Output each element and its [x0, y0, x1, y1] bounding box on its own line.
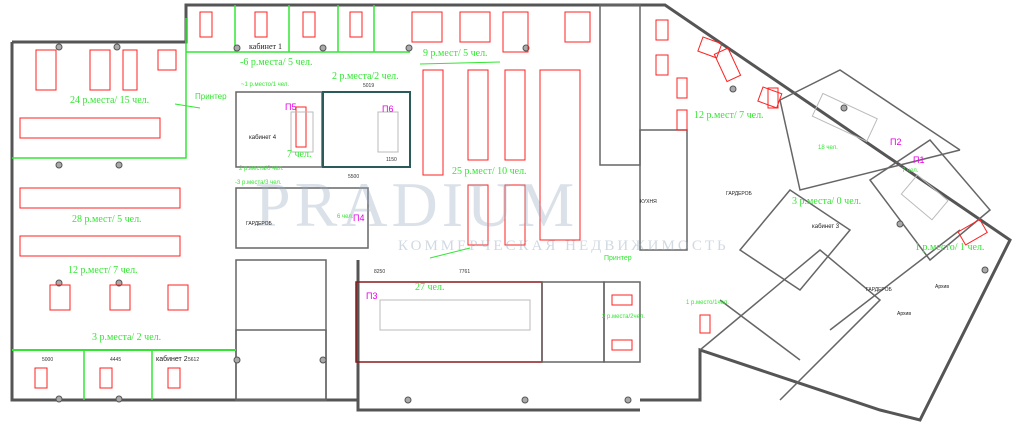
zone-label: 12 р.мест/ 7 чел. — [694, 110, 764, 121]
zone-label: 1 р.место/ 1 чел. — [915, 242, 985, 253]
room-name: КУХНЯ — [640, 199, 657, 205]
room-name: кабинет 3 — [812, 224, 840, 230]
printer-label: Принтер — [195, 92, 227, 101]
room-name: ГАРДЕРОБ — [246, 221, 272, 227]
room-code: П3 — [366, 291, 378, 301]
printer-label: Принтер — [604, 255, 632, 262]
zone-label: 18 чел. — [818, 145, 838, 151]
room-name: Архив — [935, 284, 950, 290]
outer-wall — [12, 3, 1012, 422]
zone-label: 3 р.места/ 0 чел. — [792, 196, 862, 207]
zone-label: 3 р.места/ 2 чел. — [92, 332, 162, 343]
dimension-label: 5019 — [363, 83, 375, 89]
room-name: кабинет 4 — [249, 135, 277, 141]
zone-label: 27 чел. — [415, 282, 445, 293]
dimension-label: 4445 — [110, 357, 122, 363]
zone-label: 7 чел. — [287, 149, 312, 160]
room-name: кабинет 2 — [156, 356, 188, 363]
zone-label: 12 р.мест/ 7 чел. — [68, 265, 138, 276]
dimension-label: 5500 — [348, 174, 360, 180]
zone-label: 2 р.места/2чел. — [602, 314, 645, 320]
zone-label: 7 чел. — [902, 168, 919, 174]
zone-label: 25 р.мест/ 10 чел. — [452, 166, 527, 177]
dimension-label: 1150 — [386, 157, 397, 163]
room-code: П4 — [353, 213, 365, 223]
zone-label: 28 р.мест/ 5 чел. — [72, 214, 142, 225]
zone-label: -6 р.места/ 5 чел. — [240, 57, 313, 68]
room-name: Архив — [897, 311, 912, 317]
zone-label: 2 р.места/0 чел. — [239, 166, 284, 172]
zone-label: -3 р.места/3 чел. — [235, 180, 282, 186]
room-code: П1 — [913, 155, 925, 165]
zone-label: 24 р.места/ 15 чел. — [70, 95, 150, 106]
watermark-brand: PRADIUM — [255, 169, 579, 240]
zone-label: ~1 р.место/1 чел. — [241, 82, 290, 88]
dimension-label: 7761 — [459, 269, 471, 275]
watermark-subtitle: КОММЕРЧЕСКАЯ НЕДВИЖИМОСТЬ — [398, 238, 729, 254]
zone-label: 9 р.мест/ 5 чел. — [423, 48, 488, 59]
zone-label: 6 чел. — [337, 214, 354, 220]
dimension-label: 5612 — [188, 357, 200, 363]
room-code: П5 — [285, 102, 297, 112]
dimension-label: 8250 — [374, 269, 386, 275]
room-name: ГАРДЕРОБ — [726, 191, 752, 197]
room-code: П6 — [382, 104, 394, 114]
room-name: кабинет 1 — [249, 42, 282, 51]
room-code: П2 — [890, 137, 902, 147]
room-name: ГАРДЕРОБ — [866, 287, 892, 293]
zone-label: 1 р.место/1чел. — [686, 300, 729, 306]
dimension-label: 5000 — [42, 357, 54, 363]
zone-label: 2 р.места/2 чел. — [332, 71, 399, 82]
outer-wall-west — [10, 42, 360, 402]
